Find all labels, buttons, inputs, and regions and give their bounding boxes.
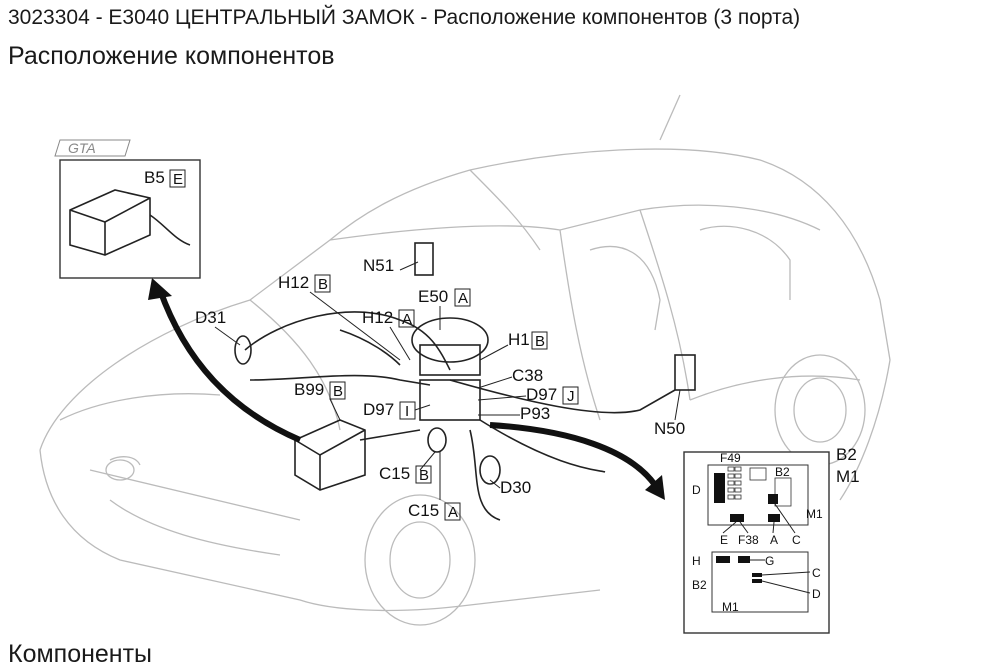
diagram-label: C15 bbox=[408, 501, 439, 520]
diagram-label: A bbox=[770, 533, 778, 547]
label-n50: N50 bbox=[654, 419, 685, 438]
battery bbox=[294, 419, 366, 491]
label-c15b: C15 B bbox=[379, 464, 432, 484]
label-d97j: D97 J bbox=[526, 385, 579, 405]
diagram-label: B bbox=[333, 383, 343, 400]
abs-unit bbox=[411, 317, 489, 376]
diagram-label: E bbox=[173, 171, 183, 188]
diagram-label: H12 bbox=[278, 273, 309, 292]
fusebox-m1-label: M1 bbox=[836, 467, 860, 486]
diagram-label: B bbox=[535, 333, 545, 350]
diagram-label: B2 bbox=[692, 578, 707, 592]
diagram-label: A bbox=[402, 311, 412, 328]
diagram-label: E bbox=[720, 533, 728, 547]
connector-d31 bbox=[234, 335, 252, 365]
diagram-label: F38 bbox=[738, 533, 759, 547]
label-h12b: H12 B bbox=[278, 273, 331, 293]
section-title: Расположение компонентов bbox=[8, 42, 335, 70]
connector-n51 bbox=[414, 242, 434, 276]
label-c38: C38 bbox=[512, 366, 543, 385]
diagram-label: H bbox=[692, 554, 701, 568]
arrow-to-inset bbox=[157, 288, 302, 443]
label-e50: E50 A bbox=[418, 287, 471, 307]
diagram-label: M1 bbox=[722, 600, 739, 614]
diagram-label: C bbox=[792, 533, 801, 547]
diagram-label: M1 bbox=[806, 507, 823, 521]
wiring-harness bbox=[244, 311, 676, 521]
label-d97i: D97 I bbox=[363, 400, 416, 420]
diagram-label: A bbox=[448, 504, 458, 521]
diagram-label: H1 bbox=[508, 330, 530, 349]
diagram-label: D97 bbox=[363, 400, 394, 419]
label-p93: P93 bbox=[520, 404, 550, 423]
fusebox-inset: B2 M1 F49 D B2 M1 E F38 A C H bbox=[683, 445, 860, 634]
diagram-label: B2 bbox=[775, 465, 790, 479]
diagram-label: D97 bbox=[526, 385, 557, 404]
diagram-label: I bbox=[405, 403, 409, 420]
fusebox-b2-label: B2 bbox=[836, 445, 857, 464]
components-heading: Компоненты bbox=[8, 640, 153, 668]
diagram-label: B99 bbox=[294, 380, 324, 399]
label-b5: B5 E bbox=[144, 168, 186, 188]
label-n51: N51 bbox=[363, 256, 394, 275]
diagram-label: D bbox=[812, 587, 821, 601]
diagram-label: F49 bbox=[720, 451, 741, 465]
diagram-label: B bbox=[318, 276, 328, 293]
label-b99: B99 B bbox=[294, 380, 346, 400]
diagram-label: D bbox=[692, 483, 701, 497]
label-d31: D31 bbox=[195, 308, 226, 327]
arrow-to-fusebox-head bbox=[645, 475, 665, 500]
label-c15a: C15 A bbox=[408, 501, 461, 521]
connector-n50 bbox=[674, 354, 696, 391]
diagram-label: H12 bbox=[362, 308, 393, 327]
label-d30: D30 bbox=[500, 478, 531, 497]
arrow-to-fusebox bbox=[489, 422, 658, 487]
connector-d30 bbox=[479, 455, 501, 485]
diagram-label: B bbox=[419, 467, 429, 484]
leader-lines bbox=[214, 261, 681, 500]
diagram-label: A bbox=[458, 290, 468, 307]
diagram-label: J bbox=[567, 388, 575, 405]
label-h1: H1 B bbox=[508, 330, 548, 350]
connector-c15 bbox=[427, 427, 447, 453]
document-title: 3023304 - E3040 ЦЕНТРАЛЬНЫЙ ЗАМОК - Расп… bbox=[8, 6, 801, 29]
diagram-label: E50 bbox=[418, 287, 448, 306]
label-h12a: H12 A bbox=[362, 308, 415, 328]
inset-logo: GTA bbox=[68, 140, 96, 156]
diagram-label: B5 bbox=[144, 168, 165, 187]
arrow-to-inset-head bbox=[148, 278, 172, 300]
inset-engine-box: GTA bbox=[54, 139, 201, 279]
car-outline bbox=[39, 94, 891, 626]
diagram-label: C bbox=[812, 566, 821, 580]
diagram-label: C15 bbox=[379, 464, 410, 483]
diagram-label: G bbox=[765, 554, 774, 568]
